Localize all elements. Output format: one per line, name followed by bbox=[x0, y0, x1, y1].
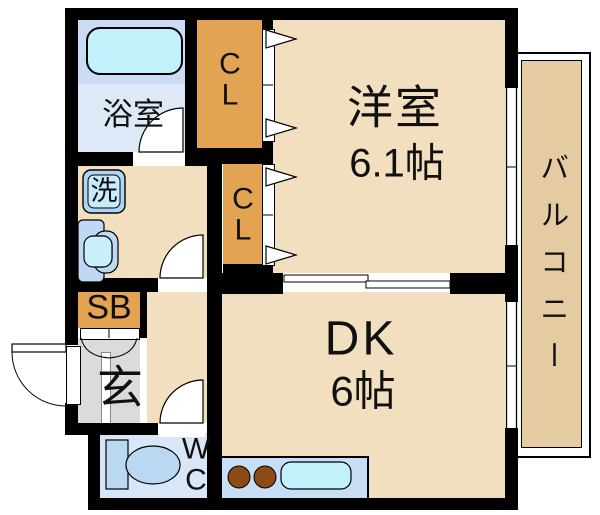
dk-name: DK bbox=[324, 312, 398, 366]
shoe-box-floor bbox=[78, 290, 140, 328]
wall-segment bbox=[450, 273, 518, 294]
closet-triangle-icon bbox=[265, 245, 299, 265]
wc-label: WC bbox=[181, 432, 211, 496]
closet-top-label: CL bbox=[219, 47, 241, 111]
western-room-name: 洋室 bbox=[347, 81, 443, 134]
shoe-box-door-arc-right bbox=[108, 337, 138, 359]
western-room-floor bbox=[273, 20, 505, 273]
bathtub-icon bbox=[86, 27, 183, 75]
hall-door-opening bbox=[158, 423, 205, 437]
washer-label: 洗 bbox=[90, 176, 118, 207]
washroom-door-arc bbox=[159, 234, 204, 279]
stove-burner-icon bbox=[253, 465, 277, 489]
basin-bowl2 bbox=[83, 235, 113, 268]
wall-segment bbox=[222, 273, 283, 294]
washroom-door-opening bbox=[158, 278, 205, 292]
toilet-bowl-icon bbox=[125, 445, 181, 485]
entrance-label: 玄 bbox=[97, 361, 143, 414]
wall-segment bbox=[262, 17, 273, 29]
shoe-box-door-arc-left bbox=[80, 337, 110, 359]
wall-segment bbox=[65, 8, 518, 20]
bathroom-door-arc bbox=[138, 107, 184, 153]
wall-segment bbox=[262, 140, 273, 167]
toilet-tank-icon bbox=[105, 439, 129, 490]
wall-segment bbox=[88, 498, 518, 510]
wall-segment bbox=[65, 152, 133, 166]
shoe-box-label: SB bbox=[86, 288, 132, 327]
wall-segment bbox=[207, 152, 222, 510]
wall-segment bbox=[505, 8, 518, 88]
bathroom-label: 浴室 bbox=[102, 97, 164, 133]
closet-mid-label: CL bbox=[232, 182, 254, 246]
closet-triangle-icon bbox=[265, 167, 299, 187]
wall-segment bbox=[88, 433, 100, 510]
wall-segment bbox=[65, 423, 158, 435]
washer-icon-inner bbox=[87, 174, 121, 209]
western-room-size: 6.1帖 bbox=[349, 141, 445, 186]
wall-segment bbox=[505, 245, 518, 302]
wall-segment bbox=[223, 264, 273, 274]
closet-mid-floor bbox=[223, 164, 262, 264]
dk-size: 6帖 bbox=[330, 367, 396, 415]
front-door-leaf bbox=[11, 343, 67, 353]
closet-triangle-icon bbox=[265, 118, 299, 138]
balcony-floor bbox=[521, 60, 582, 448]
stove-burner-icon bbox=[227, 465, 251, 489]
wall-segment bbox=[65, 8, 78, 345]
wall-segment bbox=[197, 148, 273, 164]
balcony-label: バルコニー bbox=[535, 152, 568, 388]
sliding-door-panel bbox=[283, 274, 369, 283]
front-door-jamb bbox=[66, 346, 81, 405]
closet-top-floor bbox=[197, 20, 262, 148]
hall-door-arc bbox=[159, 379, 204, 424]
window-dk bbox=[505, 302, 518, 428]
closet-triangle-icon bbox=[265, 29, 299, 49]
bathroom-door-opening bbox=[133, 152, 185, 166]
kitchen-sink-icon bbox=[280, 461, 352, 490]
wall-segment bbox=[505, 428, 518, 510]
wall-segment bbox=[140, 278, 147, 338]
wall-segment bbox=[185, 8, 197, 166]
sliding-door-panel bbox=[365, 280, 451, 289]
shoe-box-doors bbox=[80, 328, 140, 340]
front-door-arc bbox=[11, 351, 67, 407]
